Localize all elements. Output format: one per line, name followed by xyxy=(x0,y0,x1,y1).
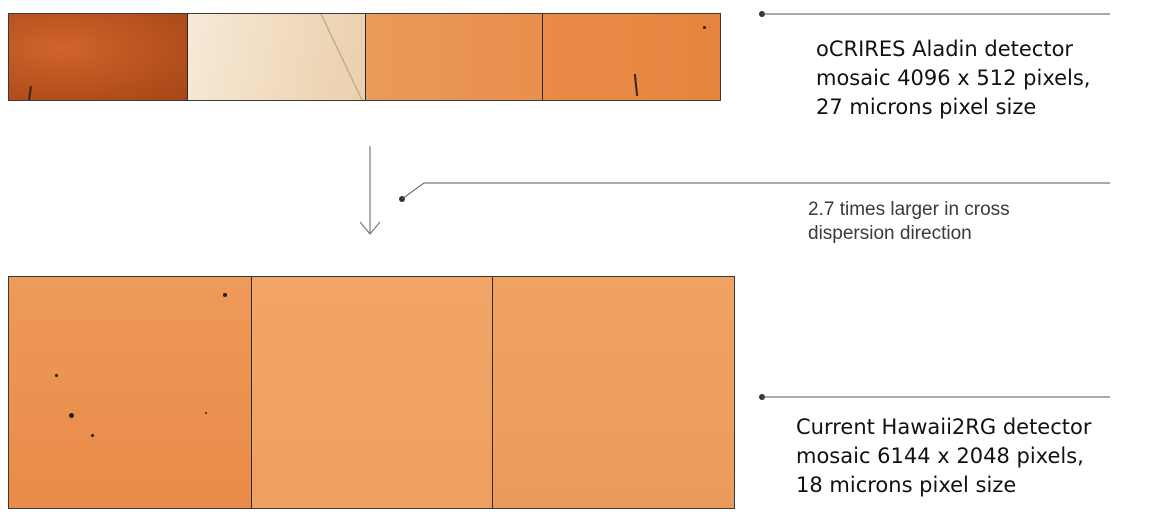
aladin-chip-2 xyxy=(186,14,365,100)
aladin-chip-4 xyxy=(542,14,720,100)
hawaii2rg-chip-2 xyxy=(250,277,493,508)
bottom-leader-line xyxy=(759,394,1110,400)
chip-scratch xyxy=(320,14,363,100)
aladin-mosaic-caption: oCRIRES Aladin detector mosaic 4096 x 51… xyxy=(816,37,1091,119)
aladin-detector-mosaic xyxy=(8,13,721,101)
middle-leader-line xyxy=(399,182,1110,202)
cross-dispersion-note: 2.7 times larger in cross dispersion dir… xyxy=(808,199,1010,244)
down-arrow-icon xyxy=(359,146,381,235)
hawaii2rg-detector-mosaic xyxy=(8,276,735,509)
aladin-chip-1 xyxy=(9,14,187,100)
hawaii2rg-mosaic-caption: Current Hawaii2RG detector mosaic 6144 x… xyxy=(796,415,1092,497)
hawaii2rg-chip-3 xyxy=(492,277,734,508)
top-leader-line xyxy=(759,11,1110,17)
hawaii2rg-chip-1 xyxy=(9,277,251,508)
aladin-chip-3 xyxy=(364,14,543,100)
